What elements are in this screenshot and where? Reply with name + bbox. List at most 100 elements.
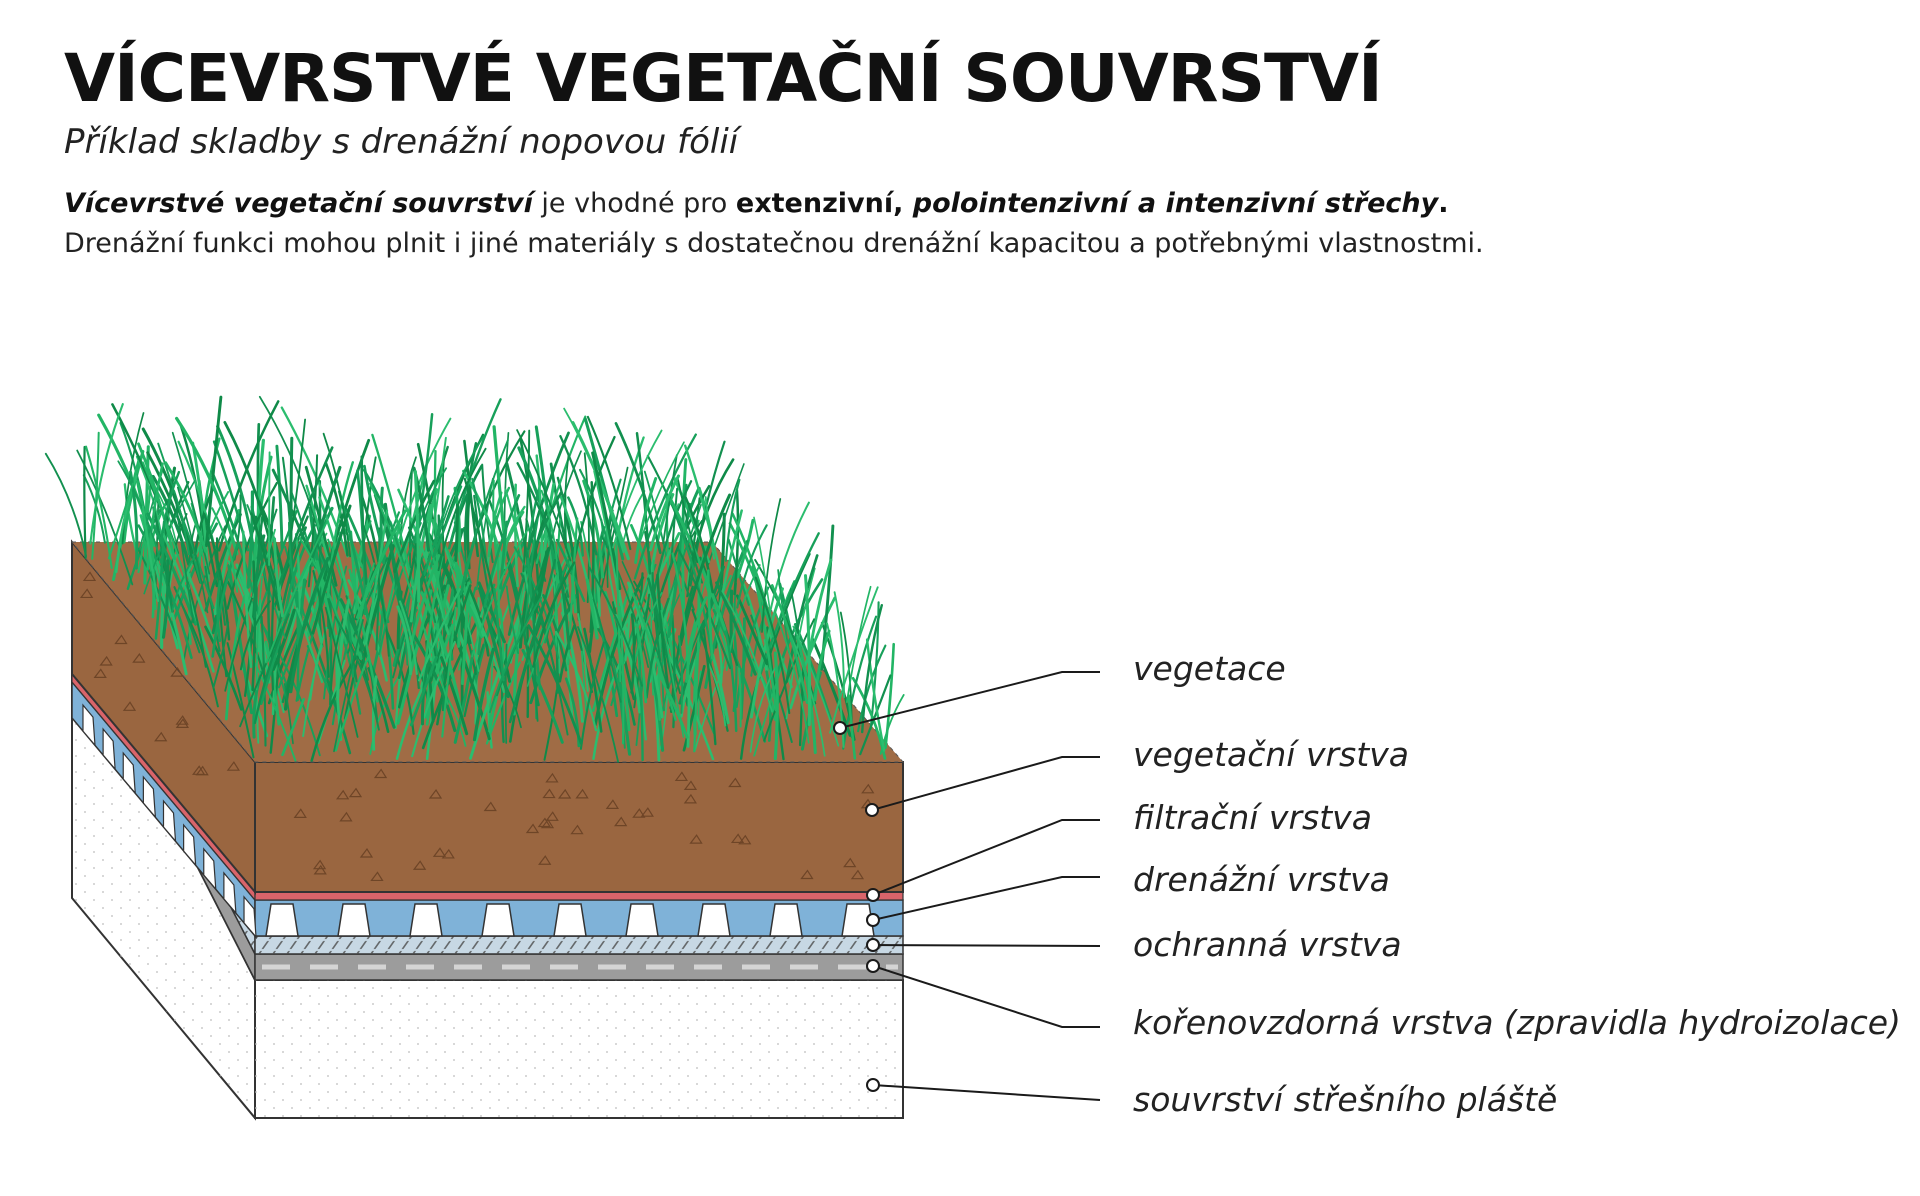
grass-blade: [418, 588, 461, 682]
grass-blade: [226, 642, 255, 759]
drainage-dimple: [337, 903, 371, 937]
grass-blade: [558, 624, 576, 683]
grass-blade: [634, 477, 658, 565]
grass-blade: [473, 494, 494, 613]
grass-blade: [532, 561, 576, 668]
soil-grain: [359, 847, 374, 858]
grass-blade: [677, 548, 732, 670]
filter-front: [254, 891, 904, 901]
grass-blade: [174, 493, 195, 624]
grass-blade: [706, 569, 714, 660]
grass-blade: [651, 571, 662, 662]
grass-blade: [283, 683, 294, 745]
soil-grain: [370, 871, 384, 882]
grass-blade: [463, 643, 485, 718]
drainage-dimple-side: [203, 847, 217, 891]
grass-blade: [273, 537, 284, 618]
intro-text: Vícevrstvé vegetační souvrství je vhodné…: [64, 184, 1484, 264]
grass-blade: [580, 650, 587, 712]
grass-blade: [567, 496, 584, 557]
grass-blade: [141, 505, 160, 602]
grass-blade: [588, 566, 643, 687]
grass-blade: [175, 416, 239, 556]
grass-blade: [471, 477, 488, 563]
grass-blade: [274, 446, 334, 596]
grass-blade: [486, 691, 493, 749]
soil-grain-side: [114, 634, 128, 645]
drainage-dimple: [769, 903, 803, 937]
layer-vegetation: [44, 395, 905, 763]
grass-blade: [156, 489, 180, 555]
grass-blade: [265, 520, 328, 664]
grass-blade: [303, 616, 352, 755]
grass-blade: [454, 503, 459, 562]
grass-blade: [211, 507, 239, 593]
grass-blade: [711, 653, 730, 725]
grass-blade: [615, 541, 622, 683]
grass-blade: [239, 600, 271, 671]
grass-blade: [427, 532, 447, 624]
grass-blade: [362, 524, 390, 657]
grass-blade: [89, 403, 124, 545]
grass-blade: [842, 615, 878, 750]
marker-korenovzdorna-vrstva: [866, 959, 880, 973]
grass-blade: [656, 573, 670, 689]
grass-blade: [432, 434, 485, 558]
grass-blade: [635, 623, 648, 704]
soil-grain: [738, 834, 752, 845]
grass-blade: [704, 496, 716, 560]
drainage-dimple: [265, 903, 299, 937]
grass-blade: [258, 395, 324, 548]
leader-souvrstvi-strechy: [872, 1084, 1101, 1101]
grass-blade: [516, 429, 572, 562]
soil-grain: [632, 808, 646, 818]
soil-grain: [339, 811, 353, 822]
grass-blade: [322, 432, 351, 558]
grass-blade: [592, 598, 622, 703]
grass-blade: [580, 520, 598, 611]
grass-blade: [707, 463, 745, 566]
grass-blade: [281, 697, 305, 757]
grass-blade: [592, 554, 601, 617]
grass-blade: [677, 478, 699, 563]
label-vegetacni-vrstva: vegetační vrstva: [1133, 735, 1409, 774]
drainage-dimple-side: [82, 703, 96, 747]
grass-blade: [504, 643, 508, 744]
protection-front-hatch: [255, 936, 903, 954]
leader-ochranna-vrstva: [872, 944, 1101, 947]
intro-period: .: [1438, 188, 1449, 219]
grass-blade: [318, 496, 350, 596]
grass-blade: [223, 420, 278, 570]
grass-blade: [212, 621, 230, 689]
grass-blade: [289, 557, 330, 694]
leader-drenazni-vrstva: [872, 876, 1100, 921]
grass-blade: [724, 478, 741, 562]
soil-grain-side: [195, 765, 209, 776]
grass-blade: [585, 578, 599, 640]
grass-blade: [215, 537, 228, 678]
grass-blade: [702, 628, 717, 746]
soil-grain: [800, 869, 814, 880]
grass-blade: [371, 675, 378, 751]
grass-blade: [259, 590, 297, 705]
grass-blade: [186, 581, 207, 668]
grass-blade: [736, 524, 768, 609]
grass-blade: [766, 553, 811, 663]
grass-blade: [216, 580, 222, 643]
soil-grain-side: [226, 761, 240, 771]
soil-grain: [428, 788, 443, 799]
grass-blade: [324, 606, 359, 738]
drainage-dimple-side: [183, 823, 197, 867]
grass-blade: [564, 453, 570, 549]
leader-vegetace: [839, 671, 1100, 729]
grass-blade: [161, 559, 170, 639]
grass-blade: [758, 532, 820, 677]
grass-blade: [84, 445, 113, 569]
grass-blade: [865, 638, 886, 752]
grass-blade: [204, 565, 221, 652]
grass-blade: [295, 590, 300, 702]
page-subtitle: Příklad skladby s drenážní nopovou fólií: [64, 122, 739, 162]
grass-blade: [396, 589, 433, 725]
grass-blade: [583, 417, 625, 561]
grass-blade: [91, 431, 100, 560]
